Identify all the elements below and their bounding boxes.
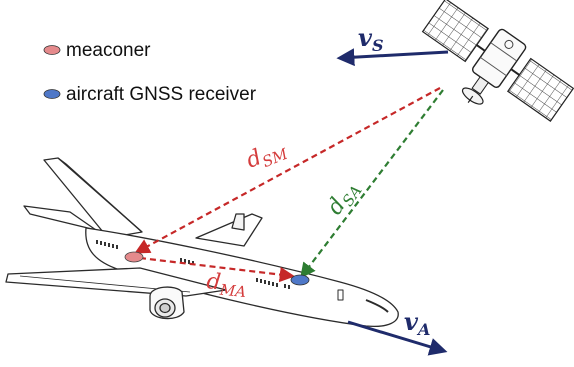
v-s-label: vS	[358, 23, 384, 55]
meaconer-legend-marker	[43, 45, 61, 55]
d-sm-label: dSM	[243, 135, 291, 176]
legend: meaconer aircraft GNSS receiver	[43, 40, 257, 105]
d-sa-signal-path	[300, 89, 444, 279]
satellite-illustration	[421, 0, 574, 122]
meaconer-marker	[124, 251, 144, 263]
d-sa-label: dSA	[322, 176, 365, 221]
d-ma-label: dMA	[205, 269, 248, 301]
d-ma-signal-path	[139, 256, 296, 283]
satellite-velocity-arrow	[336, 48, 449, 67]
receiver-legend-marker	[43, 89, 61, 99]
aircraft-velocity-arrow	[347, 320, 448, 356]
receiver-legend-label: aircraft GNSS receiver	[66, 84, 257, 105]
airplane-illustration	[5, 157, 399, 328]
d-sm-signal-path	[134, 87, 441, 254]
receiver-marker	[290, 274, 310, 286]
v-a-label: vA	[404, 307, 430, 339]
meaconer-legend-label: meaconer	[66, 40, 151, 61]
